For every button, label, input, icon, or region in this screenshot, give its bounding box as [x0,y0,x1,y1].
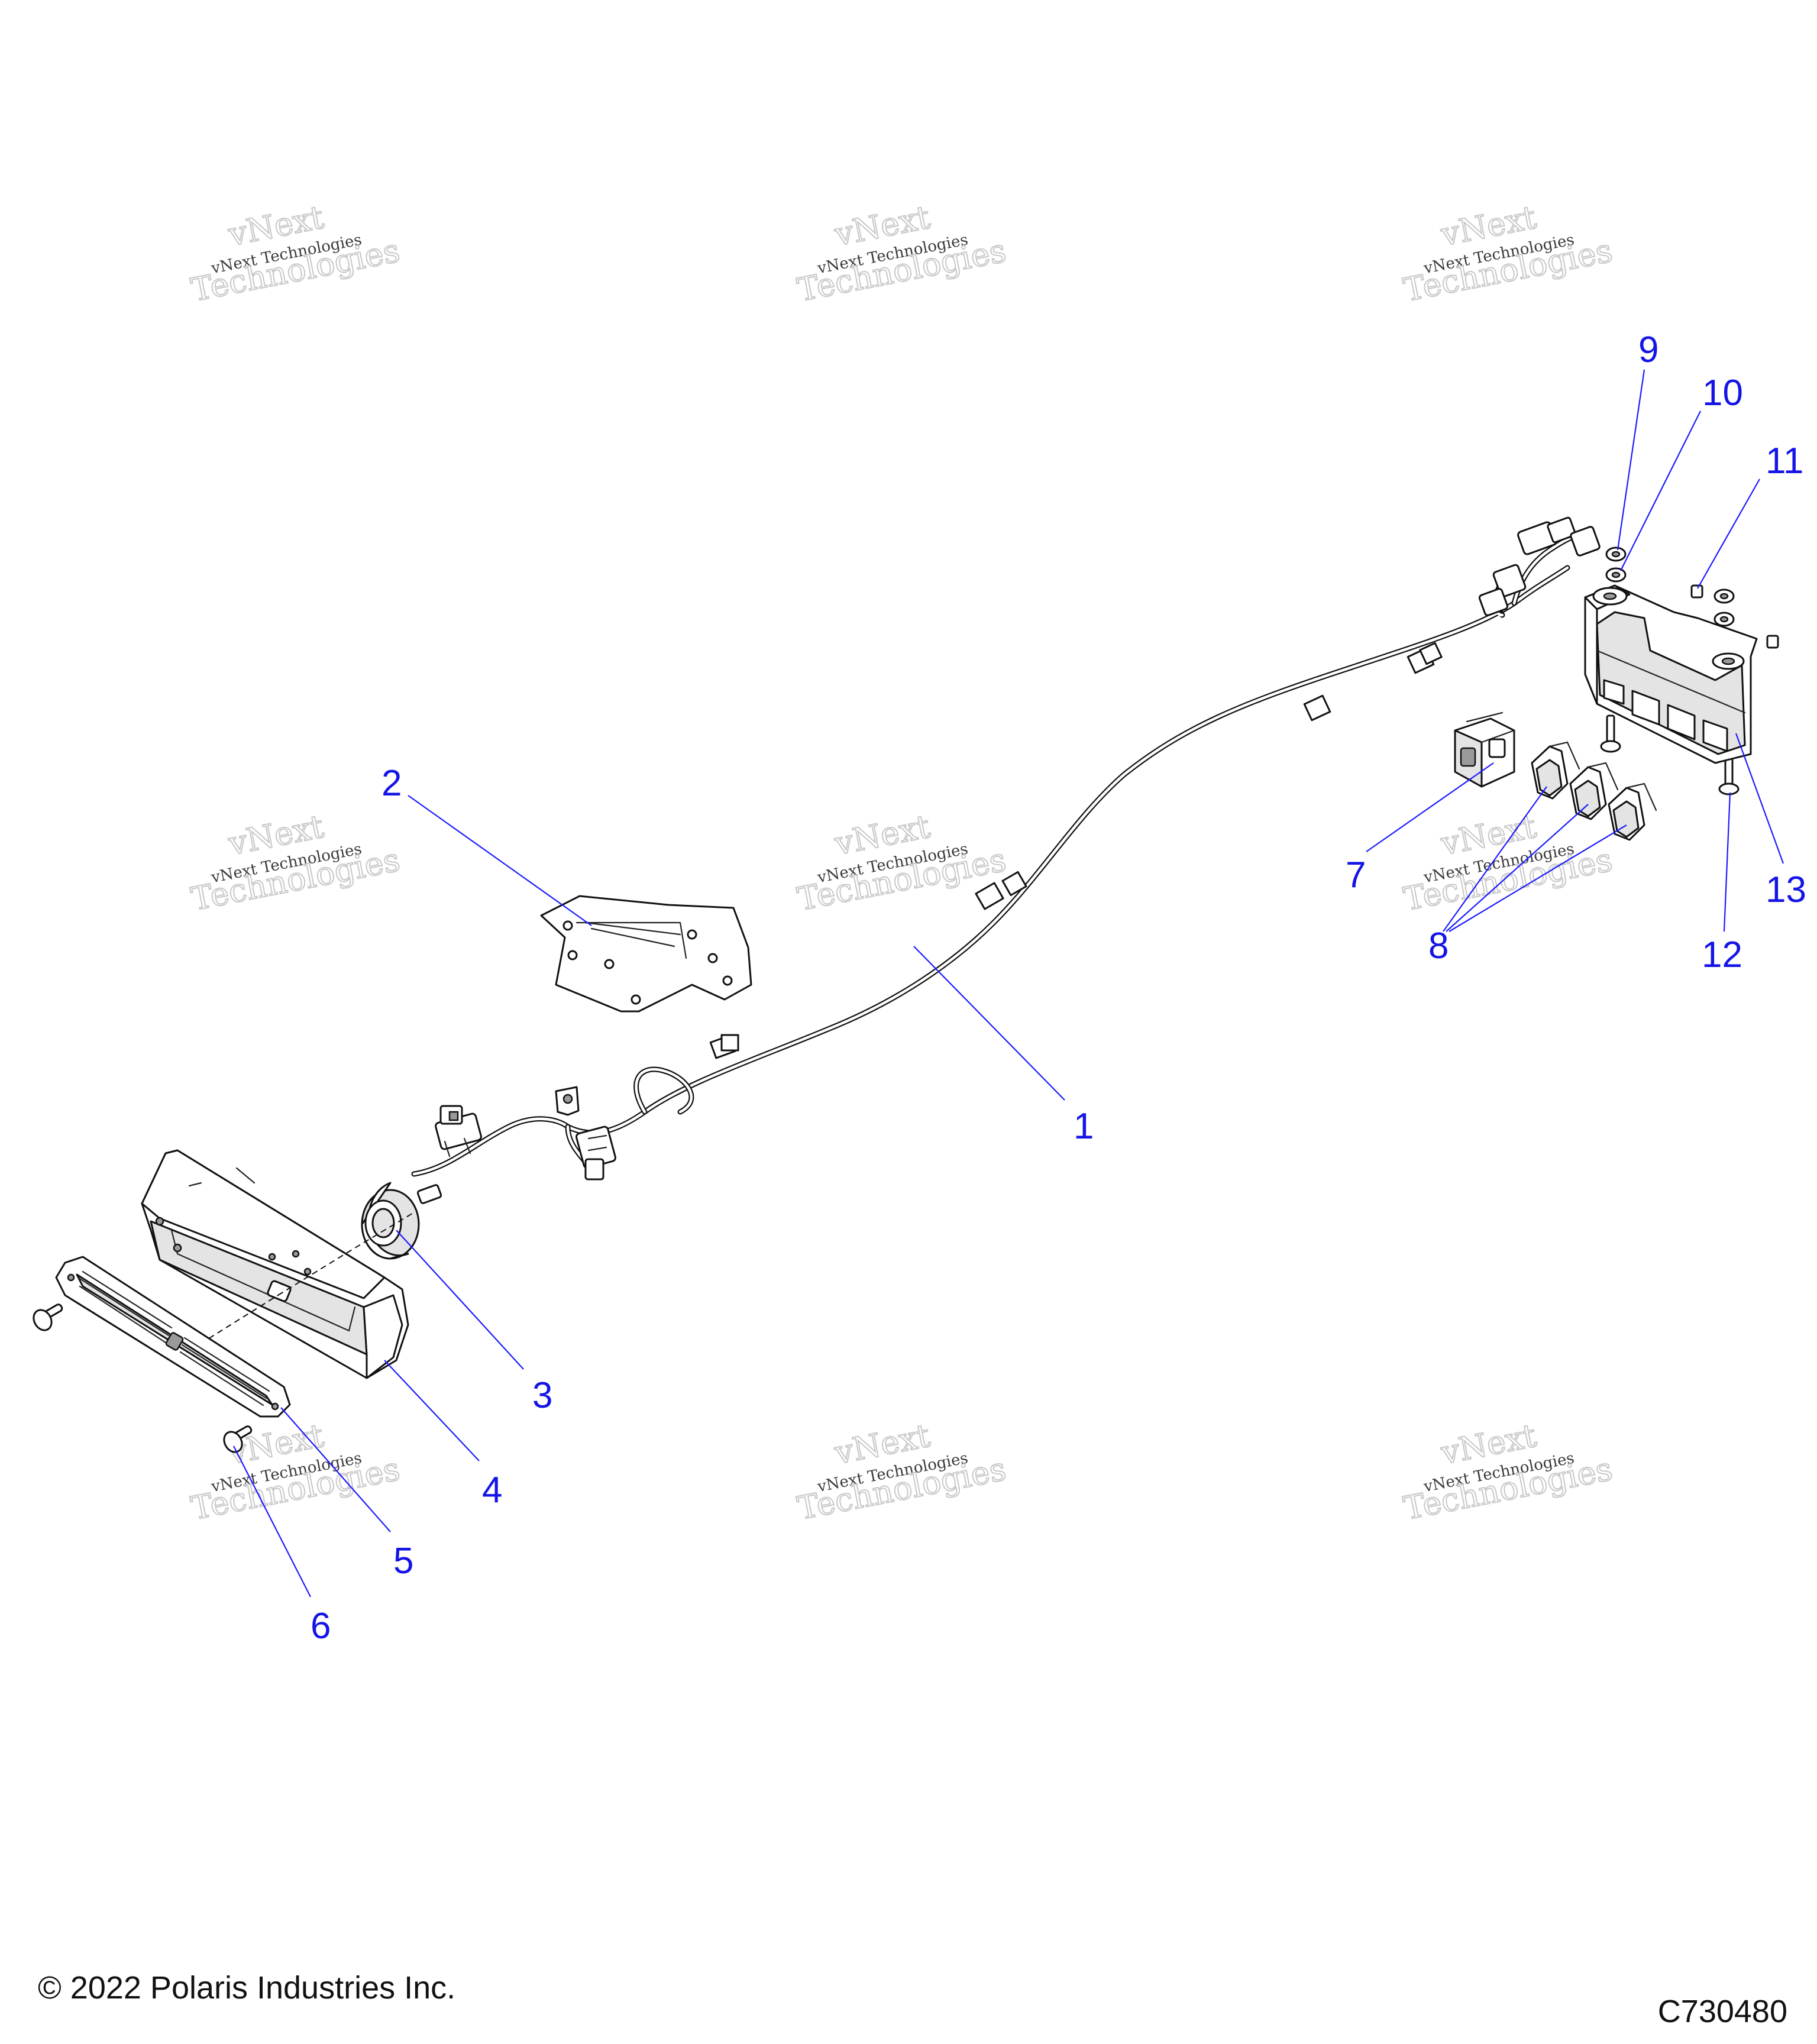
copyright-notice: © 2022 Polaris Industries Inc. [38,1970,456,2006]
connector-left [435,1105,482,1157]
leader-2 [408,795,592,926]
callout-4: 4 [482,1470,502,1511]
callout-5: 5 [393,1541,413,1581]
bezel-part-8 [1531,741,1657,841]
leader-11 [1697,478,1760,589]
screw-part-6 [33,1304,253,1453]
bolt-part-12 [1600,714,1740,795]
callout-11: 11 [1766,441,1803,481]
bezel-3 [1608,782,1657,841]
leader-10 [1620,410,1701,571]
connector-mid [576,1126,616,1181]
callout-8: 8 [1428,926,1449,966]
watermark: vNext vNext Technologies Technologies [187,807,403,918]
leader-9 [1616,369,1645,551]
watermark: vNext vNext Technologies Technologies [1400,198,1616,309]
callout-7: 7 [1346,855,1366,895]
leader-8c [1449,824,1627,932]
connector-plug [416,1184,442,1204]
leader-8a [1443,786,1547,932]
drawing-number: C730480 [1657,1994,1787,2029]
callout-2: 2 [381,763,402,804]
switch-part-7 [1454,711,1515,788]
wire-harness-part-1 [411,516,1601,1204]
leader-lines [233,369,1784,1597]
callout-13: 13 [1766,869,1806,910]
bezel-2 [1569,762,1619,820]
screw-lower [223,1425,253,1453]
washer-part-9 [1605,546,1627,562]
callout-labels: 1 2 3 4 5 6 7 8 9 10 11 12 13 [311,329,1806,1647]
watermark: vNext vNext Technologies Technologies [794,198,1010,309]
leader-3 [396,1230,524,1370]
watermark: vNext vNext Technologies Technologies [794,807,1010,918]
watermark: vNext vNext Technologies Technologies [187,198,403,309]
leader-13 [1735,733,1784,864]
leader-1 [913,946,1065,1101]
light-housing-part-4 [141,1149,409,1379]
callout-12: 12 [1702,934,1742,975]
watermark: vNext vNext Technologies Technologies [794,1416,1010,1528]
callout-3: 3 [532,1375,552,1416]
screw-upper [33,1304,63,1331]
leader-12 [1723,792,1731,932]
grommet-part-3 [361,1182,420,1260]
bracket-small [555,1086,580,1116]
switch-box-part-13 [1584,584,1758,764]
leader-5 [280,1407,391,1532]
washer-part-10 [1605,567,1627,583]
leader-6 [233,1445,311,1597]
leader-7 [1366,762,1494,852]
callout-6: 6 [311,1606,331,1647]
leader-4 [384,1360,480,1461]
bracket-plate-part-2 [540,895,752,1013]
connector-right [1478,516,1601,616]
callout-1: 1 [1074,1106,1094,1147]
leader-8b [1446,804,1589,932]
bezel-1 [1531,741,1580,800]
nut-part-11 [1690,584,1779,649]
callout-9: 9 [1638,329,1658,370]
callout-10: 10 [1702,373,1743,413]
alignment-line [183,1295,279,1355]
watermark: vNext vNext Technologies Technologies [1400,1416,1616,1528]
lens-part-5 [55,1256,291,1418]
alignment-line [277,1212,415,1296]
